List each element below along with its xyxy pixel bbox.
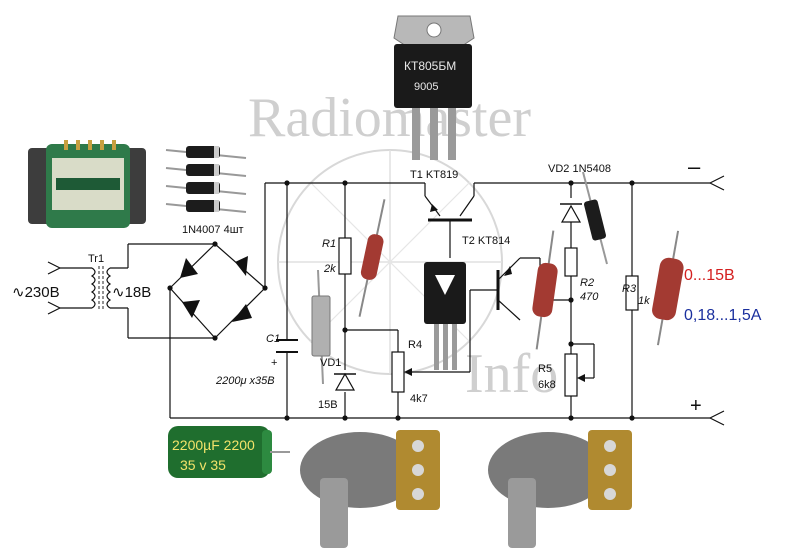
resistor-photo (358, 199, 684, 350)
t2-label: T2 KT814 (462, 235, 510, 247)
capacitor-text-2: 35 v 35 (180, 457, 226, 473)
r4-value: 4k7 (410, 393, 428, 405)
diode-pack-label: 1N4007 4шт (182, 224, 244, 236)
r2-symbol (564, 247, 578, 277)
output-voltage-range: 0...15B (684, 267, 735, 284)
r5-value: 6k8 (538, 379, 556, 391)
watermark-line2: Info (465, 343, 558, 405)
vd1-label: VD1 (320, 357, 341, 369)
potentiometer-photo-2 (488, 430, 632, 548)
diode-photo-vd2 (582, 171, 608, 265)
c1-symbol (276, 339, 298, 353)
c1-value: 2200μ x35B (215, 375, 275, 387)
watermark-line1: Radiomaster (248, 87, 531, 149)
c1-label: C1 (266, 333, 280, 345)
r3-label: R3 (622, 283, 637, 295)
capacitor-photo: 2200µF 2200 35 v 35 (168, 426, 290, 478)
output-minus-label: – (688, 154, 701, 179)
output-terminal-icon (709, 175, 725, 426)
c1-plus: + (271, 357, 277, 369)
t2-transistor-symbol (470, 257, 521, 321)
r1-symbol (338, 237, 352, 275)
t1-label: T1 KT819 (410, 169, 458, 181)
input-voltage-label: ∿230B (12, 284, 60, 301)
capacitor-text-1: 2200µF 2200 (172, 437, 255, 453)
r3-value: 1k (638, 295, 650, 307)
transistor-photo: КТ805БМ 9005 (393, 15, 475, 160)
bridge-rectifier (169, 243, 266, 339)
transformer-symbol (47, 261, 128, 315)
r1-value: 2k (323, 263, 336, 275)
output-current-range: 0,18...1,5A (684, 307, 762, 324)
vd2-label: VD2 1N5408 (548, 163, 611, 175)
vd1-value: 15B (318, 399, 338, 411)
tr1-label: Tr1 (88, 253, 104, 265)
t1-transistor-symbol (424, 195, 475, 222)
diode-photo (165, 146, 247, 213)
transistor-photo-small (424, 262, 466, 370)
r2-label: R2 (580, 277, 594, 289)
transistor-label-1: КТ805БМ (404, 59, 456, 73)
watermark: Radiomaster Info (248, 87, 558, 405)
r5-label: R5 (538, 363, 552, 375)
transistor-label-2: 9005 (414, 81, 438, 93)
potentiometer-photo (300, 430, 440, 548)
vd1-zener-symbol (334, 372, 356, 391)
r3-symbol (625, 275, 639, 311)
schematic-wires (127, 182, 710, 419)
zener-photo (311, 269, 331, 385)
r4-pot-symbol (391, 351, 412, 393)
transformer-photo (28, 140, 146, 228)
r2-value: 470 (580, 291, 599, 303)
r4-label: R4 (408, 339, 422, 351)
r5-pot-symbol (564, 353, 585, 397)
output-plus-label: + (690, 395, 702, 417)
r1-label: R1 (322, 238, 336, 250)
secondary-voltage-label: ∿18B (112, 284, 151, 301)
vd2-diode-symbol (560, 203, 582, 223)
